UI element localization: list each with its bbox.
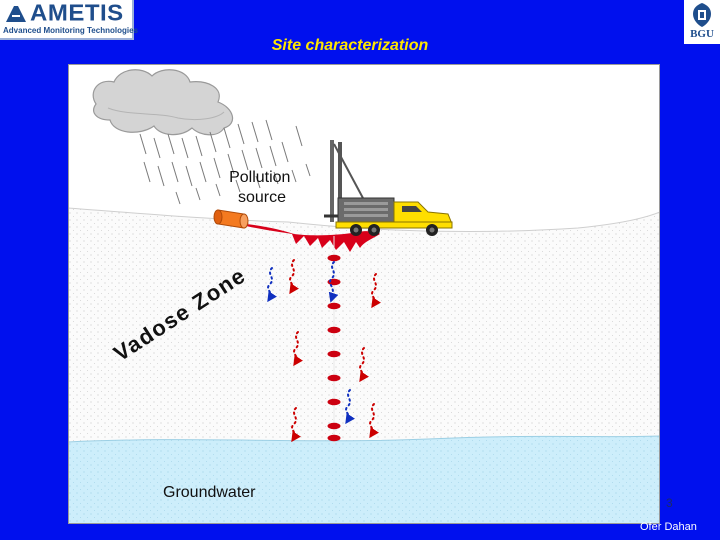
flow-arrows bbox=[267, 259, 381, 443]
flow-arrow-icon bbox=[345, 389, 355, 425]
site-diagram: Pollution source Vadose Zone Groundwater bbox=[68, 64, 660, 524]
water-table bbox=[68, 435, 660, 443]
logo-subtitle: Advanced Monitoring Technologies bbox=[3, 26, 138, 35]
pollution-source-line1: Pollution bbox=[229, 169, 290, 186]
sampling-well bbox=[327, 236, 341, 444]
sampling-port-icon bbox=[327, 422, 341, 430]
sampling-port-icon bbox=[327, 254, 341, 262]
flow-arrow-icon bbox=[359, 347, 369, 383]
barrel-icon bbox=[213, 209, 249, 229]
pollution-source-line2: source bbox=[238, 189, 286, 206]
university-emblem: BGU bbox=[684, 0, 720, 44]
sampling-port-icon bbox=[327, 374, 341, 382]
drill-truck-icon bbox=[324, 140, 453, 236]
slide-title: Site characterization bbox=[271, 37, 429, 54]
university-emblem-icon bbox=[693, 3, 711, 27]
flow-arrow-icon bbox=[371, 273, 381, 309]
groundwater-label: Groundwater bbox=[163, 484, 256, 501]
flow-arrow-icon bbox=[369, 403, 379, 439]
logo-mark-icon bbox=[6, 6, 26, 22]
ground-surface bbox=[68, 207, 660, 232]
flow-arrow-icon bbox=[291, 407, 301, 443]
scene-frame bbox=[68, 64, 660, 524]
author-name: Ofer Dahan bbox=[640, 521, 697, 533]
flow-arrow-icon bbox=[289, 259, 299, 295]
sampling-port-icon bbox=[327, 302, 341, 310]
page-number: 3 bbox=[666, 496, 673, 510]
groundwater bbox=[68, 436, 660, 524]
flow-arrow-icon bbox=[267, 267, 277, 303]
rain-icon bbox=[139, 119, 311, 205]
sampling-port-icon bbox=[327, 350, 341, 358]
sampling-port-icon bbox=[327, 434, 341, 442]
ametis-logo: AMETIS Advanced Monitoring Technologies bbox=[0, 0, 138, 40]
flow-arrow-icon bbox=[328, 261, 339, 303]
sampling-port-icon bbox=[327, 326, 341, 334]
logo-name: AMETIS bbox=[30, 0, 124, 27]
pollution-spill-icon bbox=[246, 224, 380, 252]
flow-arrow-icon bbox=[293, 331, 303, 367]
pollution-source-label: Pollution source bbox=[229, 169, 295, 206]
sampling-port-icon bbox=[327, 398, 341, 406]
emblem-text: BGU bbox=[690, 28, 714, 40]
cloud-icon bbox=[92, 69, 234, 136]
